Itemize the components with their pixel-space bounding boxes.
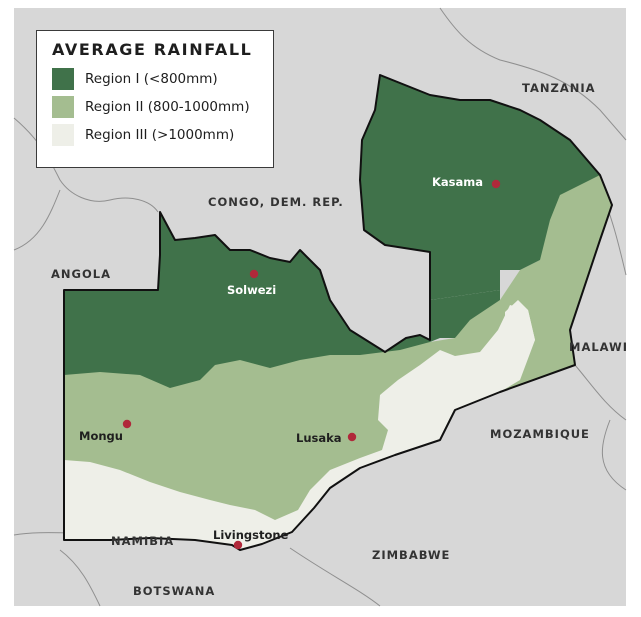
- map-legend: AVERAGE RAINFALL Region I (<800mm) Regio…: [36, 30, 274, 168]
- legend-item-region-1: Region I (<800mm): [52, 66, 259, 92]
- city-marker-solwezi: [249, 269, 259, 279]
- country-label-malawi: MALAWI: [569, 340, 628, 354]
- city-label-lusaka: Lusaka: [296, 431, 342, 445]
- city-marker-mongu: [122, 419, 132, 429]
- country-label-angola: ANGOLA: [51, 267, 111, 281]
- legend-label-region-3: Region III (>1000mm): [85, 127, 235, 143]
- legend-swatch-region-1: [52, 68, 74, 90]
- country-label-congo: CONGO, DEM. REP.: [208, 195, 344, 209]
- region-1-west: [64, 212, 500, 388]
- country-label-zimbabwe: ZIMBABWE: [372, 548, 450, 562]
- legend-label-region-2: Region II (800-1000mm): [85, 99, 250, 115]
- legend-swatch-region-2: [52, 96, 74, 118]
- legend-item-region-2: Region II (800-1000mm): [52, 94, 259, 120]
- country-label-mozambique: MOZAMBIQUE: [490, 427, 590, 441]
- legend-title: AVERAGE RAINFALL: [52, 40, 253, 59]
- legend-swatch-region-3: [52, 124, 74, 146]
- city-label-livingstone: Livingstone: [213, 528, 289, 542]
- country-label-tanzania: TANZANIA: [522, 81, 596, 95]
- city-marker-lusaka: [347, 432, 357, 442]
- city-marker-livingstone: [233, 540, 243, 550]
- region-1-east: [360, 75, 600, 300]
- country-label-botswana: BOTSWANA: [133, 584, 215, 598]
- legend-label-region-1: Region I (<800mm): [85, 71, 218, 87]
- country-label-namibia: NAMIBIA: [111, 534, 174, 548]
- city-label-mongu: Mongu: [79, 429, 123, 443]
- city-label-solwezi: Solwezi: [227, 283, 276, 297]
- region-3-area: [64, 305, 535, 550]
- city-marker-kasama: [491, 179, 501, 189]
- legend-item-region-3: Region III (>1000mm): [52, 122, 259, 148]
- region-3-inlet: [505, 300, 535, 365]
- city-label-kasama: Kasama: [432, 175, 483, 189]
